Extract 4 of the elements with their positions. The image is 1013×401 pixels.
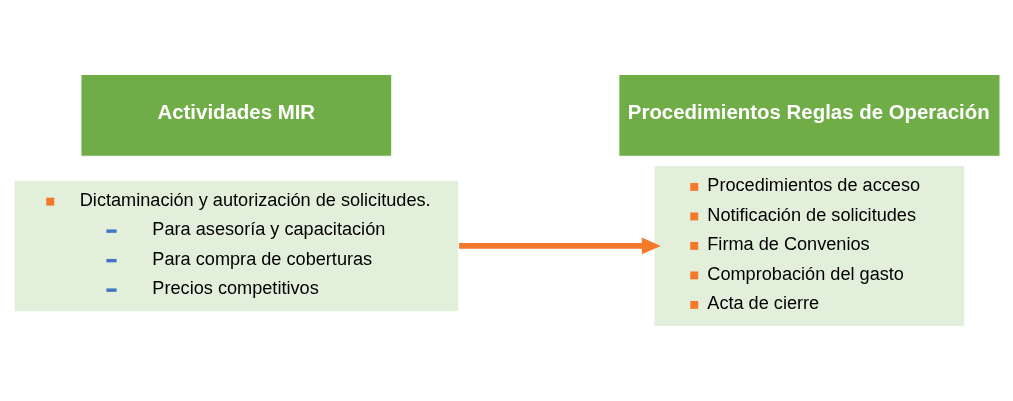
node-box: Procedimientos de acceso Notificación de solicitudes Firma de Convenios Comprobación del gasto Acta de cierre [652, 164, 965, 328]
node-box: Procedimientos Reglas de Operación [617, 73, 1001, 157]
node-box: Actividades MIR [79, 73, 392, 157]
arrow [458, 237, 661, 255]
